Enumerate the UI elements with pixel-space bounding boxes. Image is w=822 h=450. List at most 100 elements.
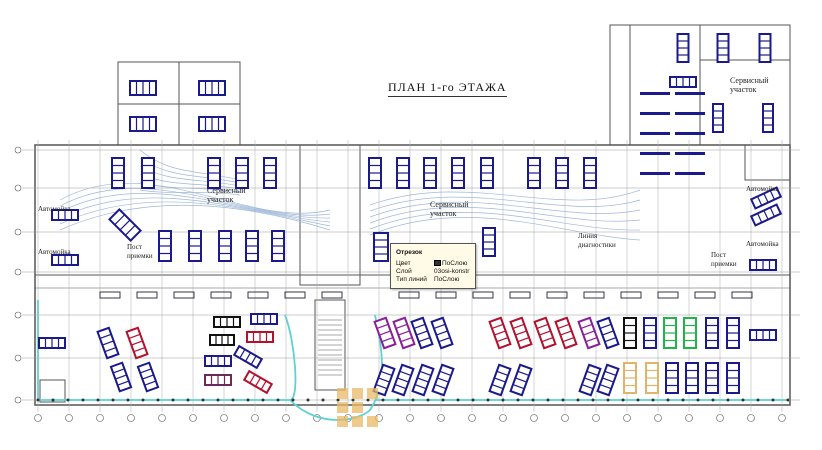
car-icon [204, 374, 232, 386]
logo-block [352, 416, 363, 427]
car-icon [596, 316, 620, 350]
car-icon [198, 80, 226, 96]
grid-bubble [127, 414, 135, 422]
car-line [515, 377, 527, 383]
car-icon [271, 230, 285, 262]
column-node [201, 398, 205, 402]
car-icon [108, 208, 142, 242]
car-icon [423, 157, 437, 189]
car-icon [676, 33, 690, 63]
car-icon [596, 363, 620, 397]
car-line [416, 330, 428, 336]
desk [731, 291, 753, 299]
car-icon [136, 361, 160, 393]
grid-bubble [499, 414, 507, 422]
column-node [711, 398, 715, 402]
flow-line [59, 201, 331, 227]
car-line [602, 330, 614, 336]
label-car-wash-4: Автомойка [746, 240, 779, 248]
car-line [133, 346, 146, 353]
column-node [306, 398, 310, 402]
column-node [321, 398, 325, 402]
column-node [621, 398, 625, 402]
car-line [142, 374, 154, 380]
car-icon [246, 331, 274, 343]
car-line [517, 370, 530, 377]
car-icon [372, 363, 396, 397]
column-node [186, 398, 190, 402]
label-reception-post-right: Пост приемки [711, 251, 737, 268]
car-line [380, 370, 393, 377]
label-car-wash-3: Автомойка [746, 185, 779, 193]
car-line [117, 380, 130, 386]
car-icon [242, 369, 274, 395]
car-line [436, 330, 448, 336]
car-icon [430, 316, 454, 350]
column-node [756, 398, 760, 402]
desk [321, 291, 343, 299]
column-node [396, 398, 400, 402]
car-icon [583, 157, 597, 189]
column-node [336, 398, 340, 402]
car-icon [158, 230, 172, 262]
car-line [375, 383, 388, 390]
car-icon [141, 157, 155, 189]
car-line [557, 323, 570, 330]
label-car-wash-2: Автомойка [38, 248, 71, 256]
grid-bubble [14, 184, 22, 192]
car-line [239, 349, 246, 359]
tooltip-value-color: ПоСлою [442, 260, 468, 267]
grid-bubble [96, 414, 104, 422]
car-line [604, 336, 617, 343]
car-line [512, 323, 525, 330]
column-node [141, 398, 145, 402]
car-icon [111, 157, 125, 189]
color-swatch-icon [434, 260, 441, 267]
flow-line [369, 189, 641, 206]
rack [675, 132, 705, 135]
car-icon [749, 329, 777, 341]
car-icon [218, 230, 232, 262]
flow-line [59, 193, 331, 219]
car-icon [749, 186, 783, 210]
car-icon [207, 157, 221, 189]
column-node [786, 398, 790, 402]
car-line [124, 224, 136, 236]
stair-right [744, 144, 791, 181]
column-node [531, 398, 535, 402]
label-service-area-tower: Сервисный участок [730, 76, 769, 94]
column-node [171, 398, 175, 402]
column-node [381, 398, 385, 402]
grid-bubble [65, 414, 73, 422]
desk [509, 291, 531, 299]
desk [173, 291, 195, 299]
car-icon [198, 116, 226, 132]
column-node [561, 398, 565, 402]
car-line [397, 377, 409, 383]
car-icon [129, 80, 157, 96]
column-node [456, 398, 460, 402]
label-car-wash-1: Автомойка [38, 205, 71, 213]
car-line [139, 368, 152, 374]
grid-bubble [14, 146, 22, 154]
car-line [586, 370, 599, 377]
car-line [379, 330, 391, 336]
desk [583, 291, 605, 299]
car-icon [232, 344, 264, 370]
desk [284, 291, 306, 299]
desk [398, 291, 420, 299]
column-node [441, 398, 445, 402]
car-line [114, 214, 126, 226]
car-line [115, 374, 127, 380]
grid-bubble [14, 354, 22, 362]
rack [675, 172, 705, 175]
car-line [438, 336, 451, 343]
column-node [741, 398, 745, 402]
car-icon [480, 157, 494, 189]
flow-line [59, 183, 331, 214]
grid-bubble [561, 414, 569, 422]
car-icon [373, 232, 389, 262]
car-icon [527, 157, 541, 189]
car-line [581, 383, 594, 390]
